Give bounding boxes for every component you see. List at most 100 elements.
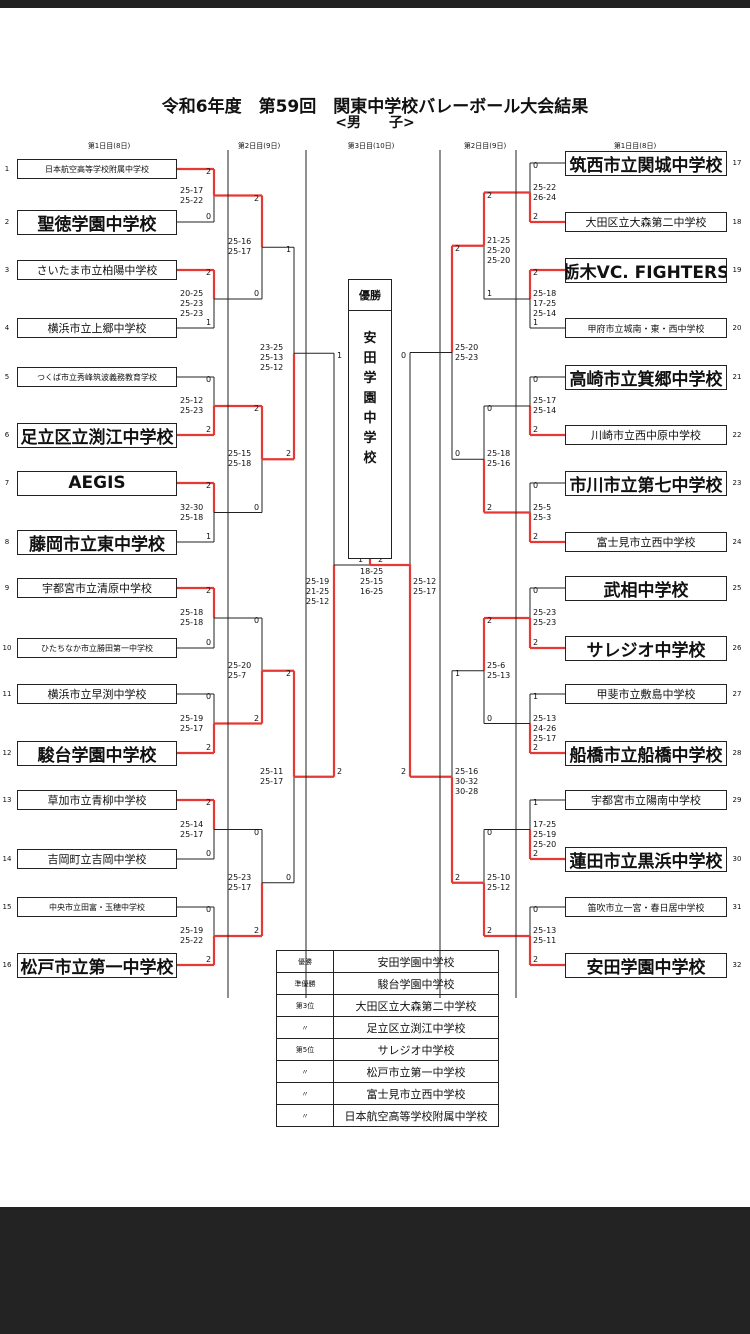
result-rank: 〃 [276,1082,334,1105]
results-row: 第3位大田区立大森第二中学校 [276,994,499,1017]
team-seed-number: 5 [4,373,10,381]
set-count: 2 [533,849,539,858]
result-school: 大田区立大森第二中学校 [333,994,499,1017]
set-count: 2 [206,586,212,595]
set-count: 2 [487,502,493,512]
day-header-d3: 第3日目(10日) [347,142,395,150]
set-count: 2 [533,955,539,964]
day-header-d2-left: 第2日目(9日) [237,142,281,150]
team-name-box: 中央市立田富・玉穂中学校 [17,897,177,917]
team-seed-number: 8 [4,538,10,546]
team-seed-number: 31 [732,903,742,911]
page-subtitle: <男 子> [335,115,415,131]
team-seed-number: 15 [2,903,12,911]
set-count: 0 [206,849,212,858]
result-rank: 準優勝 [276,972,334,995]
set-count: 2 [206,268,212,277]
set-scores: 25-17 25-14 [533,396,557,415]
set-count: 2 [206,955,212,964]
team-name-box: 吉岡町立吉岡中学校 [17,849,177,869]
set-count: 0 [254,616,260,625]
team-seed-number: 25 [732,584,742,592]
set-scores: 25-12 25-23 [180,396,204,415]
set-count: 2 [533,638,539,647]
set-count: 0 [533,905,539,914]
set-scores: 25-11 25-17 [260,766,284,786]
team-name-box: サレジオ中学校 [565,635,727,661]
result-school: 松戸市立第一中学校 [333,1060,499,1083]
set-scores: 23-25 25-13 25-12 [260,343,284,373]
set-count: 0 [254,289,260,298]
set-count: 2 [401,766,407,776]
document-page: 令和6年度 第59回 関東中学校バレーボール大会結果 <男 子> 第1日目(8日… [0,8,750,1207]
set-scores: 32-30 25-18 [180,502,204,522]
set-scores: 25-19 25-17 [180,713,204,733]
result-rank: 〃 [276,1060,334,1083]
set-count: 1 [286,245,292,255]
result-school: サレジオ中学校 [333,1038,499,1061]
team-seed-number: 7 [4,479,10,487]
team-name-box: 宇都宮市立清原中学校 [17,578,177,598]
result-school: 安田学園中学校 [333,950,499,973]
team-seed-number: 28 [732,749,742,757]
set-scores: 25-19 21-25 25-12 [306,577,330,606]
team-seed-number: 16 [2,961,12,969]
set-count: 1 [533,692,539,701]
team-name-box: 甲府市立城南・東・西中学校 [565,318,727,338]
team-name-box: 駿台学園中学校 [17,740,177,766]
team-seed-number: 10 [2,644,12,652]
set-count: 1 [206,532,212,541]
champion-label: 優勝 [349,280,391,311]
set-count: 0 [533,161,539,170]
team-seed-number: 12 [2,749,12,757]
results-row: 第5位サレジオ中学校 [276,1038,499,1061]
day-header-d2-right: 第2日目(9日) [463,142,507,150]
set-count: 2 [337,766,343,776]
set-count: 2 [533,268,539,277]
team-name-box: 川崎市立西中原中学校 [565,425,727,445]
result-school: 日本航空高等学校附属中学校 [333,1104,499,1127]
set-scores: 25-23 25-17 [228,872,252,892]
set-count: 2 [286,449,292,459]
results-row: 〃富士見市立西中学校 [276,1082,499,1105]
set-scores: 25-6 25-13 [487,660,511,680]
set-count: 2 [455,243,461,253]
set-scores: 25-18 25-18 [180,608,204,627]
team-seed-number: 21 [732,373,742,381]
team-seed-number: 32 [732,961,742,969]
team-seed-number: 17 [732,159,742,167]
set-count: 1 [533,798,539,807]
set-count: 1 [455,668,461,678]
set-scores: 25-20 25-23 [455,342,479,362]
results-row: 〃日本航空高等学校附属中学校 [276,1104,499,1127]
set-count: 0 [206,638,212,647]
set-count: 2 [533,532,539,541]
set-scores: 25-17 25-22 [180,185,204,205]
team-seed-number: 29 [732,796,742,804]
result-school: 富士見市立西中学校 [333,1082,499,1105]
set-count: 2 [487,190,493,200]
set-count: 1 [337,351,343,361]
team-name-box: 高崎市立箕郷中学校 [565,364,727,390]
set-scores: 17-25 25-19 25-20 [533,819,557,849]
results-table: 優勝安田学園中学校準優勝駿台学園中学校第3位大田区立大森第二中学校〃足立区立渕江… [276,950,499,1127]
set-count: 0 [487,827,493,837]
set-scores: 21-25 25-20 25-20 [487,235,511,265]
set-scores: 25-18 17-25 25-14 [533,289,557,318]
set-count: 0 [286,872,292,882]
team-seed-number: 14 [2,855,12,863]
team-name-box: つくば市立秀峰筑波義務教育学校 [17,367,177,387]
set-scores: 25-16 30-32 30-28 [455,766,479,796]
team-seed-number: 19 [732,266,742,274]
team-name-box: 大田区立大森第二中学校 [565,212,727,232]
team-name-box: さいたま市立柏陽中学校 [17,260,177,280]
top-frame [0,0,750,8]
results-row: 準優勝駿台学園中学校 [276,972,499,995]
team-name-box: 富士見市立西中学校 [565,532,727,552]
set-scores: 25-10 25-12 [487,872,511,892]
team-name-box: 松戸市立第一中学校 [17,952,177,978]
team-name-box: 横浜市立上郷中学校 [17,318,177,338]
team-seed-number: 23 [732,479,742,487]
team-seed-number: 22 [732,431,742,439]
champion-name: 安田学園中学校 [363,331,377,466]
